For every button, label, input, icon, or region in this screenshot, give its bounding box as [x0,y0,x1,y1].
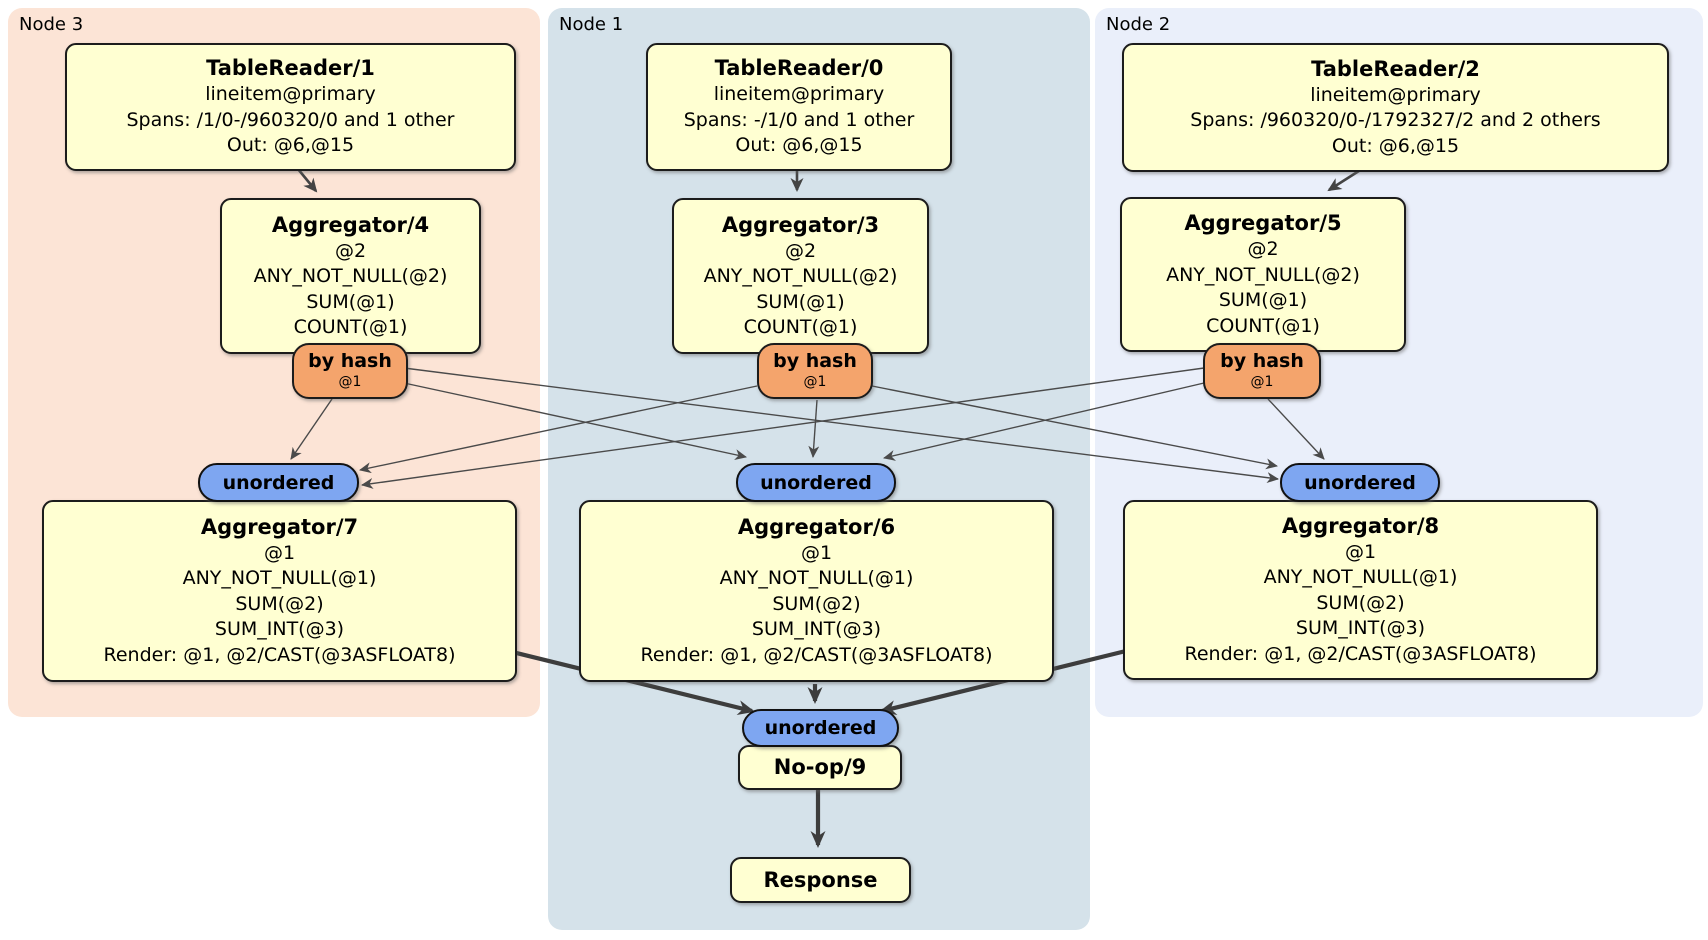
sync-unordered-node3: unordered [198,463,359,502]
processor-detail: SUM_INT(@3) [214,618,345,641]
processor-aggregator-8: Aggregator/8 @1 ANY_NOT_NULL(@1) SUM(@2)… [1123,500,1598,680]
processor-title: TableReader/1 [206,56,375,81]
processor-title: Aggregator/3 [721,212,880,237]
processor-detail: COUNT(@1) [1206,314,1320,337]
processor-detail: ANY_NOT_NULL(@2) [1166,263,1360,286]
panel-node-1-label: Node 1 [559,14,624,35]
router-sublabel: @1 [1250,374,1274,390]
processor-detail: SUM(@1) [1218,289,1308,311]
router-by-hash-5: by hash @1 [1203,343,1321,399]
processor-tablereader-0: TableReader/0 lineitem@primary Spans: -/… [646,43,952,171]
processor-detail: Out: @6,@15 [1331,134,1460,157]
sync-unordered-node2: unordered [1280,463,1440,502]
processor-title: TableReader/2 [1311,56,1480,81]
processor-title: Response [763,867,878,892]
edges-router-to-sync [290,367,1325,489]
processor-detail: @2 [784,239,817,262]
processor-detail: ANY_NOT_NULL(@1) [1263,566,1458,589]
sync-unordered-final: unordered [742,709,899,747]
processor-detail: SUM_INT(@3) [751,618,882,641]
sync-label: unordered [760,471,872,494]
processor-aggregator-6: Aggregator/6 @1 ANY_NOT_NULL(@1) SUM(@2)… [579,500,1054,682]
processor-detail: Out: @6,@15 [226,134,355,157]
processor-detail: SUM_INT(@3) [1295,617,1426,640]
processor-detail: SUM(@2) [772,592,861,615]
processor-detail: Out: @6,@15 [735,134,863,157]
processor-title: Aggregator/8 [1281,513,1440,538]
processor-aggregator-4: Aggregator/4 @2 ANY_NOT_NULL(@2) SUM(@1)… [220,198,481,354]
processor-detail: Render: @1, @2/CAST(@3ASFLOAT8) [103,643,456,666]
router-by-hash-3: by hash @1 [757,343,873,399]
router-label: by hash [1220,350,1304,372]
processor-detail: Spans: /960320/0-/1792327/2 and 2 others [1190,109,1601,132]
processor-aggregator-3: Aggregator/3 @2 ANY_NOT_NULL(@2) SUM(@1)… [672,198,929,354]
processor-noop-9: No-op/9 [738,745,902,790]
processor-detail: ANY_NOT_NULL(@2) [703,265,898,287]
processor-detail: SUM(@1) [306,290,395,313]
processor-detail: @2 [1247,238,1279,260]
processor-title: Aggregator/4 [271,212,430,237]
processor-detail: ANY_NOT_NULL(@1) [719,567,914,590]
processor-detail: ANY_NOT_NULL(@2) [253,265,448,287]
sync-unordered-node1: unordered [736,463,896,502]
router-label: by hash [773,350,857,372]
processor-detail: @2 [334,239,367,262]
processor-detail: @1 [800,541,833,564]
processor-detail: ANY_NOT_NULL(@1) [182,567,377,590]
processor-title: Aggregator/5 [1184,211,1342,235]
processor-response: Response [730,857,911,903]
processor-title: No-op/9 [773,755,867,779]
processor-detail: Spans: -/1/0 and 1 other [683,108,915,131]
processor-detail: lineitem@primary [1310,83,1481,106]
processor-detail: @1 [1344,540,1377,563]
processor-detail: lineitem@primary [713,83,885,106]
edges-tablereader-to-aggregator [296,167,1363,193]
router-label: by hash [308,350,392,372]
sync-label: unordered [764,717,877,739]
processor-aggregator-5: Aggregator/5 @2 ANY_NOT_NULL(@2) SUM(@1)… [1120,197,1406,352]
processor-detail: COUNT(@1) [293,316,408,338]
processor-title: Aggregator/7 [200,514,359,539]
processor-title: TableReader/0 [714,56,884,81]
processor-detail: COUNT(@1) [743,316,858,338]
panel-node-3-label: Node 3 [19,14,84,35]
processor-detail: @1 [263,541,296,564]
processor-tablereader-2: TableReader/2 lineitem@primary Spans: /9… [1122,43,1669,172]
processor-detail: Spans: /1/0-/960320/0 and 1 other [126,108,455,131]
processor-detail: Render: @1, @2/CAST(@3ASFLOAT8) [640,643,993,666]
processor-aggregator-7: Aggregator/7 @1 ANY_NOT_NULL(@1) SUM(@2)… [42,500,517,682]
processor-detail: SUM(@1) [756,290,845,313]
processor-tablereader-1: TableReader/1 lineitem@primary Spans: /1… [65,43,516,171]
processor-detail: Render: @1, @2/CAST(@3ASFLOAT8) [1184,642,1537,665]
router-sublabel: @1 [338,374,362,390]
processor-title: Aggregator/6 [737,514,896,539]
sync-label: unordered [1304,471,1416,494]
panel-node-2-label: Node 2 [1106,14,1171,35]
sync-label: unordered [222,471,335,494]
router-by-hash-4: by hash @1 [292,343,408,399]
processor-detail: SUM(@2) [235,592,324,615]
processor-detail: lineitem@primary [205,83,376,106]
router-sublabel: @1 [803,374,827,390]
processor-detail: SUM(@2) [1316,591,1405,614]
